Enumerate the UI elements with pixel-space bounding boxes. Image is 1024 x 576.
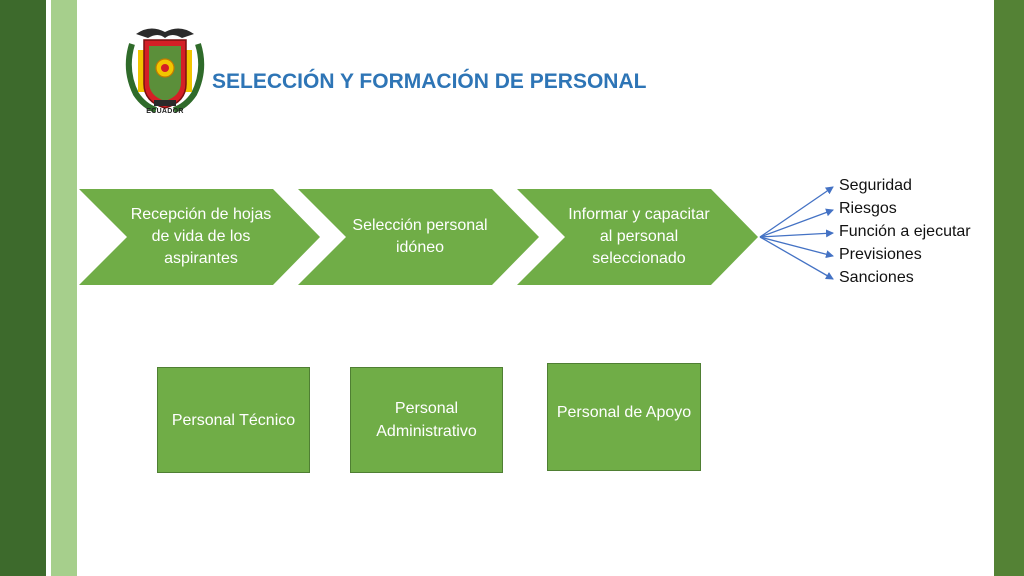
ecuador-coat-of-arms-icon	[125, 28, 205, 113]
personnel-type-technical: Personal Técnico	[157, 367, 310, 473]
personnel-type-administrative: Personal Administrativo	[350, 367, 503, 473]
left-light-band	[51, 0, 77, 576]
right-dark-band	[994, 0, 1024, 576]
topic-arrow-2	[759, 208, 834, 238]
topic-arrow-4	[759, 236, 834, 259]
training-topic: Previsiones	[839, 246, 922, 263]
slide-title: SELECCIÓN Y FORMACIÓN DE PERSONAL	[212, 70, 647, 93]
left-dark-band	[0, 0, 46, 576]
process-step-chevron-3	[517, 189, 758, 285]
topic-arrows	[759, 186, 834, 280]
topic-arrow-5	[759, 236, 834, 280]
process-step-label-2: Selección personal idóneo	[352, 217, 488, 256]
process-step-chevron-2	[298, 189, 539, 285]
process-step-chevron-1	[79, 189, 320, 285]
personnel-type-support: Personal de Apoyo	[547, 363, 701, 471]
training-topic: Función a ejecutar	[839, 223, 971, 240]
training-topic: Sanciones	[839, 269, 914, 286]
training-topic: Seguridad	[839, 177, 912, 194]
topic-arrow-3	[759, 229, 834, 238]
process-step-label-1: Recepción de hojas de vida de los aspira…	[130, 206, 272, 267]
topic-arrow-1	[759, 186, 834, 238]
process-step-label-3: Informar y capacitar al personal selecci…	[568, 206, 710, 267]
left-band-gap	[46, 0, 51, 576]
training-topic: Riesgos	[839, 200, 897, 217]
emblem-caption: ECUADOR	[146, 108, 184, 115]
training-topics-list: Seguridad Riesgos Función a ejecutar Pre…	[839, 174, 971, 289]
